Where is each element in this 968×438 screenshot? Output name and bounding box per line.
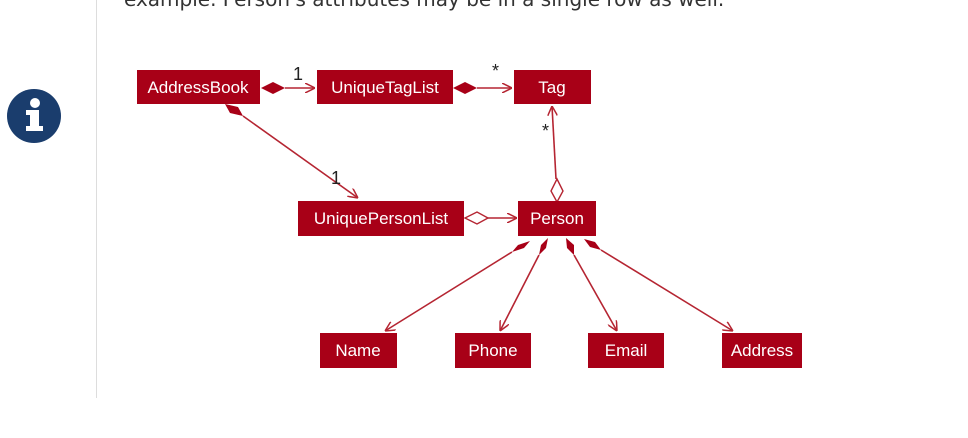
- aggregation-diamond: [550, 177, 564, 204]
- node-label: Phone: [468, 341, 517, 360]
- edge-person-name: [385, 241, 530, 331]
- multiplicity-personlist: 1: [331, 168, 341, 188]
- edge-person-phone: [500, 238, 548, 331]
- edge-uniquetaglist-tag: [453, 82, 512, 94]
- edge-uniquepersonlist-person: [463, 211, 517, 225]
- edge-addressbook-uniquepersonlist: [225, 104, 358, 198]
- node-address: Address: [722, 333, 802, 368]
- multiplicities: 1 * * 1: [293, 61, 549, 188]
- edge-addressbook-uniquetaglist: [261, 82, 315, 94]
- node-person: Person: [518, 201, 596, 236]
- aggregation-diamond: [463, 211, 490, 225]
- node-phone: Phone: [455, 333, 531, 368]
- info-icon: [7, 89, 61, 143]
- node-label: UniquePersonList: [314, 209, 448, 228]
- edge-person-address: [584, 239, 733, 331]
- node-name: Name: [320, 333, 397, 368]
- composition-diamond: [453, 82, 477, 94]
- multiplicity-taglist: 1: [293, 64, 303, 84]
- intro-text: example. Person's attributes may be in a…: [124, 0, 724, 11]
- node-label: Address: [731, 341, 793, 360]
- node-uniquetaglist: UniqueTagList: [317, 70, 453, 104]
- edge-person-email: [566, 238, 617, 331]
- composition-diamond: [566, 238, 574, 255]
- node-label: Name: [335, 341, 380, 360]
- composition-diamond: [261, 82, 285, 94]
- composition-diamond: [225, 104, 243, 116]
- composition-diamond: [512, 241, 530, 252]
- node-label: UniqueTagList: [331, 78, 439, 97]
- composition-diamond: [539, 238, 548, 255]
- node-uniquepersonlist: UniquePersonList: [298, 201, 464, 236]
- edge-person-tag: [550, 106, 564, 204]
- multiplicity-tag-from-taglist: *: [492, 61, 499, 81]
- nodes: AddressBook UniqueTagList Tag UniquePers…: [137, 70, 802, 368]
- node-label: Person: [530, 209, 584, 228]
- callout-border: [96, 0, 97, 398]
- node-email: Email: [588, 333, 664, 368]
- node-addressbook: AddressBook: [137, 70, 260, 104]
- multiplicity-tag-from-person: *: [542, 121, 549, 141]
- node-label: Email: [605, 341, 648, 360]
- composition-diamond: [584, 239, 601, 250]
- node-label: AddressBook: [147, 78, 249, 97]
- node-tag: Tag: [514, 70, 591, 104]
- node-label: Tag: [538, 78, 565, 97]
- edges: [225, 82, 733, 331]
